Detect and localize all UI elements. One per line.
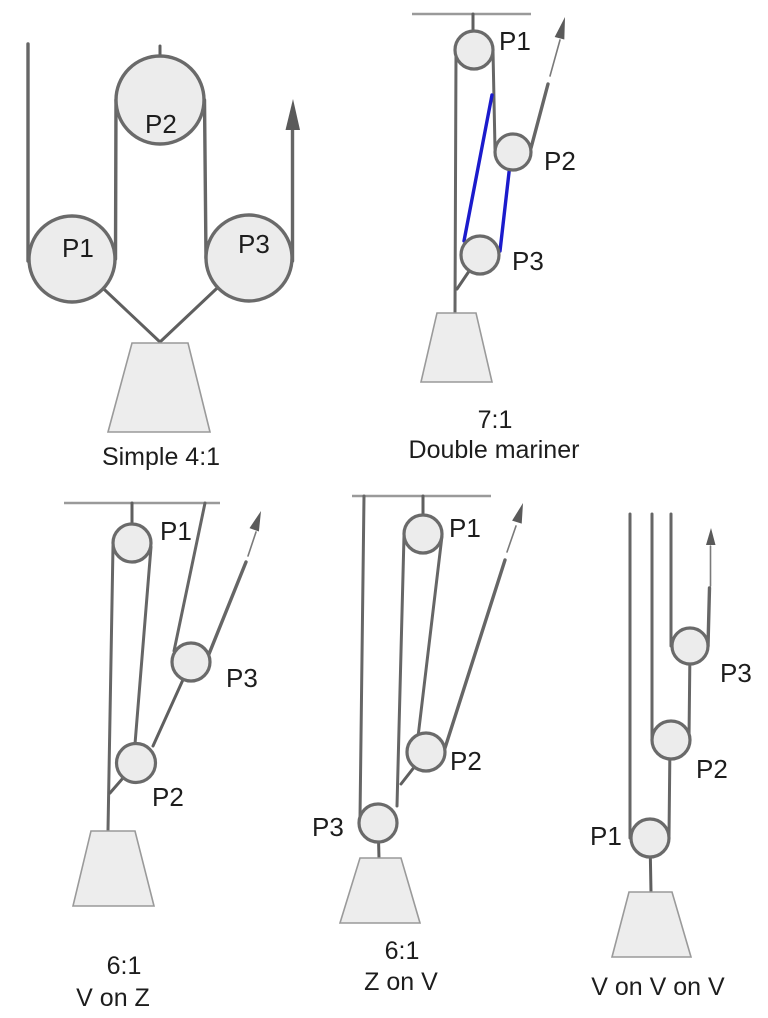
diagram-name-caption: V on V on V <box>591 973 725 1001</box>
rope-p1-to-p2 <box>416 534 444 739</box>
diagram-ratio-caption: 7:1 <box>478 406 513 434</box>
pulley-p3-label: P3 <box>512 246 544 276</box>
pulley-p2-label: P2 <box>696 754 728 784</box>
diagram-v-on-v-on-v: P1 P2 P3 V on V on V <box>590 512 752 1001</box>
rope-haul-strand <box>443 558 507 750</box>
rope-haul-strand <box>706 586 712 648</box>
rope-p1-to-p2 <box>491 49 497 151</box>
pulley-p1 <box>27 214 117 304</box>
pull-direction-arrow-icon <box>512 503 523 524</box>
diagram-simple-4-1: P1 P2 P3 Simple 4:1 <box>26 42 300 471</box>
pulley-p3-label: P3 <box>720 658 752 688</box>
rope-haul-strand <box>207 560 248 656</box>
pulley-p1-label: P1 <box>590 821 622 851</box>
pull-direction-arrow-icon <box>285 99 300 130</box>
pulley-p2-label: P2 <box>152 782 184 812</box>
pulley-p1-label: P1 <box>160 516 192 546</box>
pulley-p1-label: P1 <box>62 233 94 263</box>
blue-rope-anchor-to-p3 <box>462 93 494 243</box>
diagram-ratio-caption: 6:1 <box>385 937 420 965</box>
diagram-ratio-caption: 6:1 <box>107 952 142 980</box>
rope-p1-to-p2 <box>133 545 153 746</box>
load-weight <box>610 891 693 958</box>
rope-ceiling-to-p3 <box>172 501 207 653</box>
rope-ceiling-to-p3 <box>358 494 366 820</box>
diagram-name-caption: V on Z <box>76 984 150 1012</box>
load-weight <box>338 857 422 924</box>
rope-p2-to-p3 <box>202 98 208 260</box>
pulley-p3-label: P3 <box>312 812 344 842</box>
pulley-p1-label: P1 <box>499 26 531 56</box>
rope-p1-to-p2 <box>113 98 118 261</box>
diagram-caption: Simple 4:1 <box>102 443 220 471</box>
pulley-p3 <box>170 641 212 683</box>
pull-direction-arrow-icon <box>249 511 261 532</box>
rope-haul-strand-extension <box>549 39 561 77</box>
rope-p1-to-p3 <box>395 534 406 808</box>
load-weight <box>106 342 212 433</box>
pulley-p3-label: P3 <box>238 229 270 259</box>
pulley-p2 <box>493 132 533 172</box>
pull-direction-arrow-icon <box>706 528 716 545</box>
pulley-p2 <box>114 54 206 146</box>
rope-load-strand <box>106 544 115 832</box>
pulley-p2 <box>114 741 158 785</box>
diagram-z-on-v: P1 P2 P3 6:1 Z on V <box>312 494 523 996</box>
pulley-p3 <box>459 234 501 276</box>
pulley-p1 <box>453 29 495 71</box>
rope-haul-strand-extension <box>506 525 517 553</box>
diagram-v-on-z: P1 P2 P3 6:1 V on Z <box>64 501 261 1012</box>
pulley-p2-label: P2 <box>544 146 576 176</box>
load-weight <box>71 830 156 907</box>
rope-load-strand <box>453 50 458 315</box>
pulley-p2-label: P2 <box>450 746 482 776</box>
pulley-p2-label: P2 <box>145 109 177 139</box>
pulley-p3 <box>357 802 399 844</box>
pulley-p3 <box>204 213 294 303</box>
rope-haul-strand-extension <box>247 531 257 557</box>
pulley-p3-label: P3 <box>226 663 258 693</box>
pulley-p3 <box>670 626 710 666</box>
pulley-p2 <box>650 719 692 761</box>
pulley-p2 <box>405 731 447 773</box>
pull-direction-arrow-icon <box>554 17 565 40</box>
pulley-p1 <box>629 817 671 859</box>
pulley-p1 <box>402 513 444 555</box>
diagram-name-caption: Z on V <box>364 968 438 996</box>
load-weight <box>419 312 494 383</box>
pulley-p1-label: P1 <box>449 513 481 543</box>
diagram-name-caption: Double mariner <box>409 436 580 464</box>
pulley-p1 <box>111 522 153 564</box>
rope-haul-strand <box>529 82 550 150</box>
diagram-double-mariner: P1 P2 P3 7:1 Double mariner <box>409 12 580 464</box>
